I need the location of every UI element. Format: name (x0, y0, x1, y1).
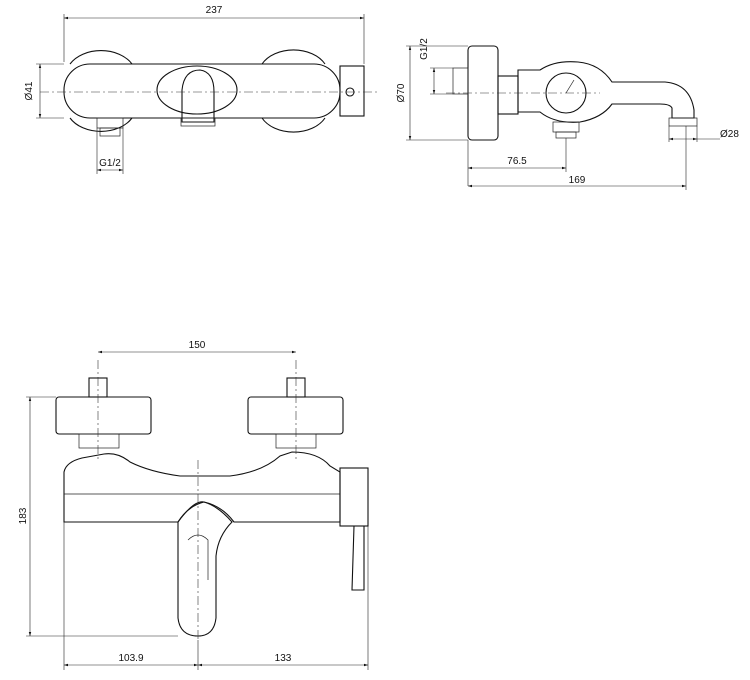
top-view: 237 Ø41 G1/2 (24, 5, 380, 174)
dim-height-183: 183 (18, 507, 29, 524)
dim-inlet-thread-side: G1/2 (419, 38, 430, 60)
dim-diameter-41: Ø41 (24, 81, 35, 100)
dim-diameter-70: Ø70 (396, 83, 407, 102)
front-view: 150 183 103.9 133 (18, 340, 369, 670)
dim-centres-150: 150 (189, 340, 206, 351)
dim-depth-169: 169 (569, 175, 586, 186)
dim-spout-diameter-28: Ø28 (720, 129, 739, 140)
dim-width-237: 237 (206, 5, 223, 16)
dim-left-103-9: 103.9 (118, 653, 143, 664)
dim-inlet-thread-top: G1/2 (99, 158, 121, 169)
side-view: G1/2 Ø70 Ø28 76.5 169 (396, 38, 739, 190)
dim-depth-76-5: 76.5 (507, 156, 527, 167)
dim-right-133: 133 (275, 653, 292, 664)
